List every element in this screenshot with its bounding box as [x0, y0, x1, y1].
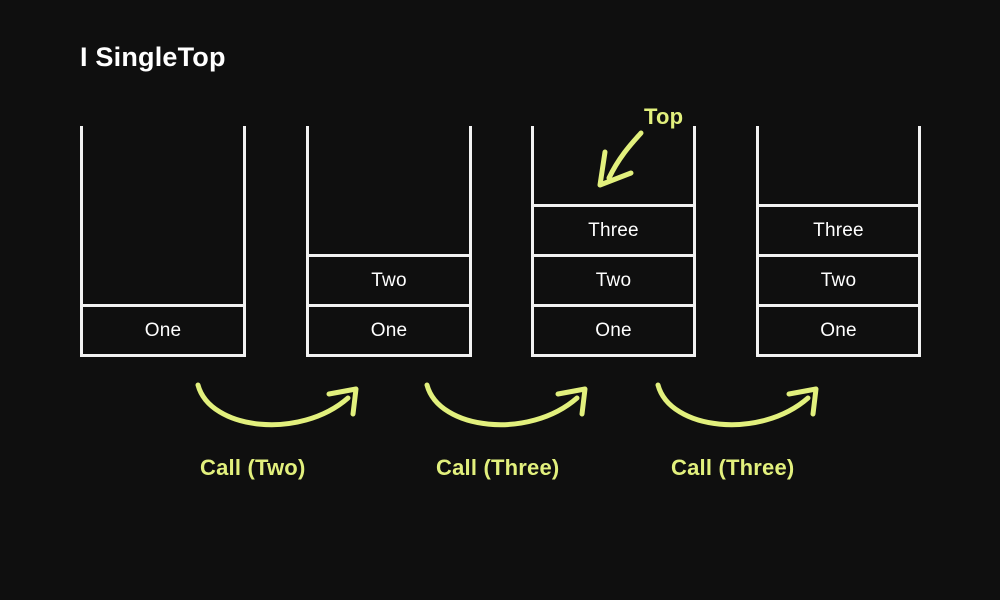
call-arrow-2-icon [424, 382, 588, 428]
stack-diagram-3: Three Two One [531, 126, 696, 357]
stack-empty-space [534, 126, 693, 204]
stack-cell: Two [534, 254, 693, 304]
stack-cell: Three [759, 204, 918, 254]
page-title: I SingleTop [80, 42, 226, 72]
stack-cell: Two [309, 254, 469, 304]
call-transition-label-2: Call (Three) [436, 455, 560, 480]
call-arrow-3-icon [655, 382, 819, 428]
stack-diagram-4: Three Two One [756, 126, 921, 357]
stack-diagram-1: One [80, 126, 246, 357]
stack-empty-space [759, 126, 918, 204]
call-transition-label-3: Call (Three) [671, 455, 795, 480]
stack-cell: One [759, 304, 918, 354]
stack-cell: One [534, 304, 693, 354]
stack-cell: One [83, 304, 243, 354]
stack-empty-space [309, 126, 469, 254]
stack-cell: Three [534, 204, 693, 254]
stack-diagram-2: Two One [306, 126, 472, 357]
call-transition-label-1: Call (Two) [200, 455, 306, 480]
call-arrow-1-icon [195, 382, 359, 428]
top-pointer-label: Top [644, 104, 684, 129]
stack-cell: Two [759, 254, 918, 304]
stack-cell: One [309, 304, 469, 354]
stack-empty-space [83, 126, 243, 304]
